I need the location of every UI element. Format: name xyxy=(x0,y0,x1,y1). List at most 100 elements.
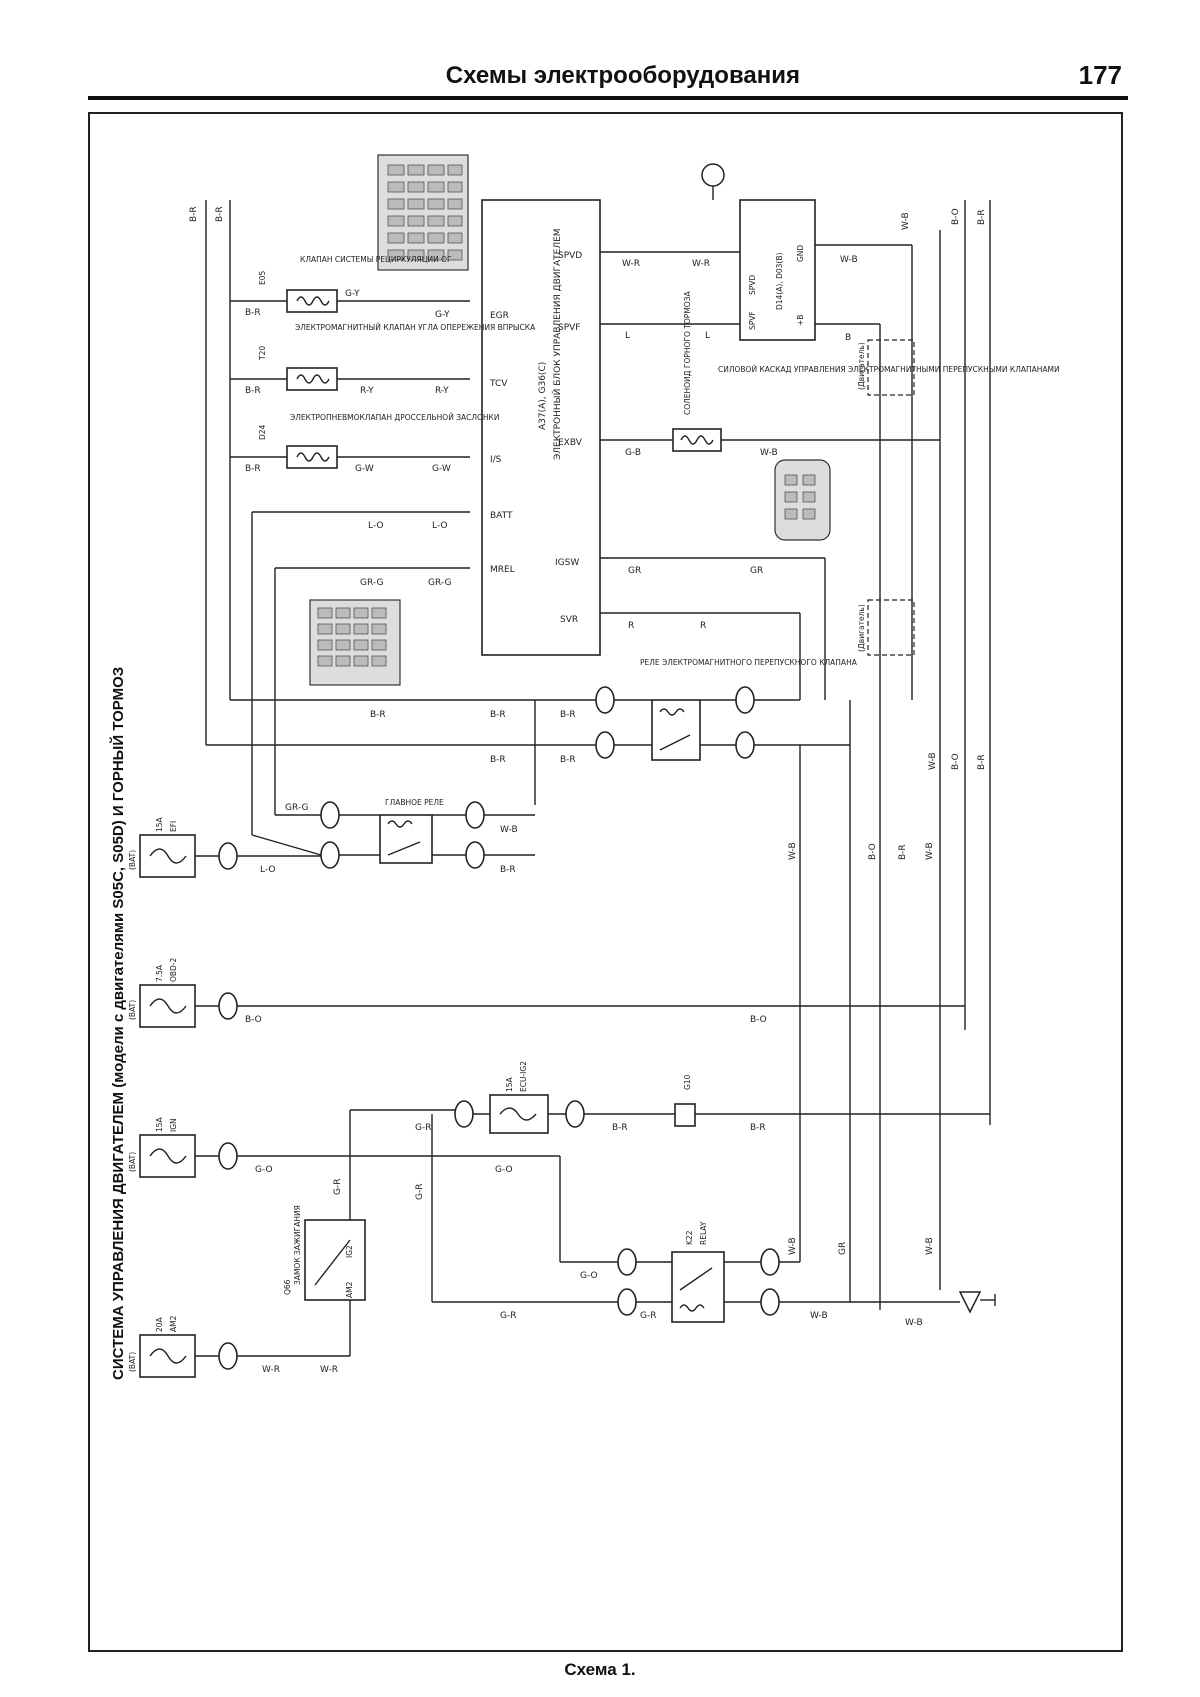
wire-label: B-R xyxy=(245,464,261,474)
wire-label: B-R xyxy=(490,710,506,720)
svg-text:K22: K22 xyxy=(685,1230,694,1245)
relay-connector xyxy=(735,731,755,759)
wire-label: L-O xyxy=(368,521,383,531)
diagram-frame xyxy=(88,112,1123,1652)
wire-label: B-R xyxy=(215,206,225,222)
bypass-relay: РЕЛЕ ЭЛЕКТРОМАГНИТНОГО ПЕРЕПУСКНОГО КЛАП… xyxy=(640,658,858,761)
svg-text:EFI: EFI xyxy=(169,821,178,832)
wire-label: R-Y xyxy=(435,386,449,396)
egr-valve: КЛАПАН СИСТЕМЫ РЕЦИРКУЛЯЦИИ ОГ E05 xyxy=(258,255,452,313)
pin-exbv: EXBV xyxy=(558,438,583,448)
ecu-connector-c-drawing xyxy=(309,599,401,686)
ground-icon xyxy=(958,1291,996,1314)
svg-text:(BAT): (BAT) xyxy=(128,1152,137,1172)
svg-text:ЭЛЕКТРОПНЕВМОКЛАПАН ДРОССЕЛЬНО: ЭЛЕКТРОПНЕВМОКЛАПАН ДРОССЕЛЬНОЙ ЗАСЛОНКИ xyxy=(290,413,500,422)
svg-text:15A: 15A xyxy=(155,816,164,832)
ecu-pin-labels: EGR TCV I/S BATT MREL SPVD SPVF EXBV IGS… xyxy=(489,251,583,625)
wire-label: B-R xyxy=(560,710,576,720)
wire-label: G-R xyxy=(640,1311,656,1321)
cascade-pin: SPVF xyxy=(748,311,757,330)
wire-label: G-B xyxy=(625,448,641,458)
wire-label: L-O xyxy=(260,865,275,875)
ecu-block xyxy=(481,199,601,656)
wire-label: B-R xyxy=(977,754,987,770)
ignition-switch: ЗАМОК ЗАЖИГАНИЯ Q66 IG2 AM2 xyxy=(283,1205,366,1301)
ground-eyelet-icon xyxy=(701,163,725,187)
wire-label: L xyxy=(705,331,710,341)
wire-label: G-O xyxy=(495,1165,513,1175)
relay-connector xyxy=(465,801,485,829)
wire-label: W-B xyxy=(905,1318,923,1328)
svg-text:Q66: Q66 xyxy=(283,1279,292,1295)
wire-label: R xyxy=(628,621,634,631)
wire-label: B-R xyxy=(898,844,908,860)
wire-label: G-R xyxy=(500,1311,516,1321)
wire-label: G-R xyxy=(415,1123,431,1133)
svg-text:КЛАПАН СИСТЕМЫ РЕЦИРКУЛЯЦИИ ОГ: КЛАПАН СИСТЕМЫ РЕЦИРКУЛЯЦИИ ОГ xyxy=(300,255,452,264)
wire-label: W-R xyxy=(692,259,710,269)
wire-label: B-R xyxy=(490,755,506,765)
engine-zone-1 xyxy=(867,339,915,396)
ecu-label: ЭЛЕКТРОННЫЙ БЛОК УПРАВЛЕНИЯ ДВИГАТЕЛЕМ xyxy=(551,228,563,460)
wire-label: W-B xyxy=(925,1237,935,1255)
svg-text:ECU-IG2: ECU-IG2 xyxy=(519,1061,528,1092)
svg-text:OBD-2: OBD-2 xyxy=(169,957,178,982)
pin-tcv: TCV xyxy=(489,379,508,389)
wire-label: GR xyxy=(750,566,763,576)
pin-spvd: SPVD xyxy=(558,251,582,261)
wire-label: W-R xyxy=(262,1365,280,1375)
wire-label: W-B xyxy=(788,842,798,860)
relay-connector xyxy=(735,686,755,714)
wire-label: W-B xyxy=(901,212,911,230)
svg-text:E05: E05 xyxy=(258,270,267,285)
engine-zone-2 xyxy=(867,599,915,656)
engine-note: (Двигатель) xyxy=(857,604,866,652)
fuse-connector xyxy=(218,1342,238,1370)
junction-code: G10 xyxy=(683,1074,692,1090)
fuse-ecu-ig2: 15A ECU-IG2 xyxy=(489,1061,549,1134)
wire-label: B-O xyxy=(868,843,878,860)
wire-label: L xyxy=(625,331,630,341)
wire-label: GR-G xyxy=(428,578,451,588)
cascade-pin: +B xyxy=(796,315,805,326)
junction-connector xyxy=(674,1103,696,1127)
relay-connector xyxy=(595,686,615,714)
wire-label: G-W xyxy=(355,464,374,474)
svg-text:T20: T20 xyxy=(258,346,267,361)
main-relay: ГЛАВНОЕ РЕЛЕ xyxy=(379,798,444,864)
wire-label: B-O xyxy=(245,1015,262,1025)
wire-label: W-R xyxy=(622,259,640,269)
throttle-valve: ЭЛЕКТРОПНЕВМОКЛАПАН ДРОССЕЛЬНОЙ ЗАСЛОНКИ… xyxy=(258,413,500,469)
timing-valve: ЭЛЕКТРОМАГНИТНЫЙ КЛАПАН УГЛА ОПЕРЕЖЕНИЯ … xyxy=(258,323,536,391)
exhaust-brake-solenoid: СОЛЕНОИД ГОРНОГО ТОРМОЗА xyxy=(672,290,722,452)
solenoid-cascade-block xyxy=(739,199,816,341)
page-header-title: Схемы электрооборудования xyxy=(445,62,800,89)
svg-text:ЗАМОК ЗАЖИГАНИЯ: ЗАМОК ЗАЖИГАНИЯ xyxy=(293,1205,302,1285)
pin-egr: EGR xyxy=(490,311,509,321)
cascade-pin: SPVD xyxy=(748,275,757,295)
fuse-ign: (BAT) 15A IGN xyxy=(128,1116,196,1178)
wire-label: B-O xyxy=(750,1015,767,1025)
fuse-obd2: (BAT) 7.5A OBD-2 xyxy=(128,957,196,1028)
wire-label: W-B xyxy=(788,1237,798,1255)
wire-label: R-Y xyxy=(360,386,374,396)
wire-label: G-O xyxy=(580,1271,598,1281)
svg-text:РЕЛЕ ЭЛЕКТРОМАГНИТНОГО ПЕРЕПУС: РЕЛЕ ЭЛЕКТРОМАГНИТНОГО ПЕРЕПУСКНОГО КЛАП… xyxy=(640,658,858,667)
wire-label: G-R xyxy=(415,1184,425,1200)
relay-connector xyxy=(320,841,340,869)
wire-label: L-O xyxy=(432,521,447,531)
ecu-code: A37(A), G36(C) xyxy=(538,362,548,430)
svg-text:(BAT): (BAT) xyxy=(128,1352,137,1372)
wire-label: W-B xyxy=(760,448,778,458)
svg-text:ГЛАВНОЕ РЕЛЕ: ГЛАВНОЕ РЕЛЕ xyxy=(385,798,444,807)
k22-relay: K22 RELAY xyxy=(671,1221,725,1323)
svg-text:СОЛЕНОИД ГОРНОГО ТОРМОЗА: СОЛЕНОИД ГОРНОГО ТОРМОЗА xyxy=(683,290,692,415)
wire-label: G-Y xyxy=(345,289,360,299)
wire-label: GR xyxy=(838,1242,848,1255)
pin-mrel: MREL xyxy=(490,565,515,575)
relay-connector xyxy=(760,1248,780,1276)
wire-label: G-R xyxy=(333,1179,343,1195)
svg-text:7.5A: 7.5A xyxy=(155,964,164,982)
pin-spvf: SPVF xyxy=(558,323,580,333)
